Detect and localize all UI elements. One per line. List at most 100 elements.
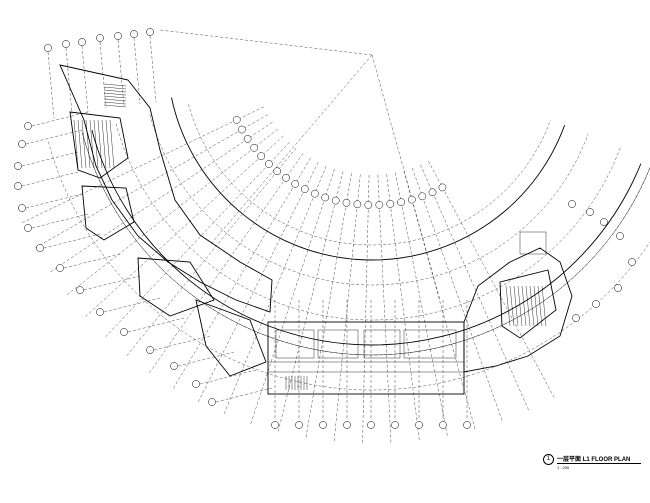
grid-bubble xyxy=(300,185,309,193)
reference-line xyxy=(371,54,441,301)
grid-line-arc xyxy=(188,104,551,246)
stair-tread xyxy=(103,95,127,99)
grid-bubble xyxy=(44,44,52,52)
grid-line-leader xyxy=(81,45,89,113)
grid-line-radial xyxy=(277,171,344,434)
stair-east xyxy=(519,231,547,255)
seating-line xyxy=(513,285,519,327)
grid-bubble xyxy=(386,200,395,208)
inner-facade-curve xyxy=(171,97,566,261)
grid-line-radial xyxy=(197,162,319,404)
grid-bubble xyxy=(428,188,437,197)
grid-line-radial xyxy=(386,174,420,443)
room-central-1 xyxy=(275,329,315,359)
grid-bubble xyxy=(375,200,384,209)
stair-tread xyxy=(103,92,127,96)
grid-bubble xyxy=(243,135,252,143)
grid-bubble xyxy=(146,346,154,354)
west-wing-outline xyxy=(59,64,273,313)
interior-details xyxy=(73,83,547,390)
grid-bubble xyxy=(96,308,104,316)
hall-southwest xyxy=(137,257,215,317)
hall-west xyxy=(81,185,135,241)
grid-bubble xyxy=(438,183,447,192)
grid-line-leader xyxy=(43,233,101,249)
grid-line-radial xyxy=(223,165,327,416)
stair-tread xyxy=(103,89,127,93)
grid-bubbles xyxy=(14,28,636,429)
grid-bubble xyxy=(364,201,373,209)
grid-line-leader xyxy=(31,111,89,127)
grid-line-radial xyxy=(403,170,476,432)
stair-tread xyxy=(103,101,127,105)
seating-line xyxy=(505,285,511,327)
grid-bubble xyxy=(271,421,279,429)
grid-line-radial xyxy=(48,121,273,274)
grid-bubble xyxy=(342,198,351,207)
stair-tread xyxy=(103,83,127,87)
grid-bubble xyxy=(463,421,471,429)
grid-line-radial xyxy=(250,168,335,426)
seating-line xyxy=(105,119,111,169)
grid-lines xyxy=(20,29,650,445)
grid-bubble xyxy=(78,38,86,46)
drawing-scale: 1 : 200 xyxy=(557,465,570,470)
stair-tread xyxy=(103,98,127,102)
grid-bubble xyxy=(321,193,329,202)
title-underline xyxy=(557,463,641,464)
grid-line-radial xyxy=(33,114,268,249)
grid-bubble xyxy=(170,362,178,370)
seating-line xyxy=(97,119,103,169)
grid-line-radial xyxy=(172,157,311,391)
seating-line xyxy=(517,285,523,327)
seating-line xyxy=(93,119,99,169)
grid-bubble xyxy=(282,174,290,182)
grid-bubble xyxy=(319,421,327,429)
grid-line-leader xyxy=(177,351,235,367)
grid-bubble xyxy=(367,421,375,429)
grid-bubble xyxy=(130,30,138,38)
grid-bubble xyxy=(14,162,22,170)
grid-bubble xyxy=(237,125,246,134)
grid-bubble xyxy=(291,179,300,188)
stair-tread xyxy=(103,86,127,90)
seating-line xyxy=(509,285,515,327)
grid-line-radial xyxy=(65,129,278,297)
grid-line-leader xyxy=(25,193,83,209)
stair-tread xyxy=(103,104,127,108)
grid-line-leader xyxy=(99,41,107,109)
grid-bubble xyxy=(407,195,416,204)
auditorium-west xyxy=(69,111,129,179)
grid-bubble xyxy=(250,143,258,152)
seating-line xyxy=(85,119,91,169)
grid-bubble xyxy=(232,115,241,124)
grid-line-leader xyxy=(65,47,73,115)
drawing-title-cn: 一层平面 xyxy=(557,457,582,463)
grid-line-radial xyxy=(428,160,556,400)
grid-bubble xyxy=(415,421,423,429)
seating-line xyxy=(73,119,79,169)
grid-line-leader xyxy=(149,35,157,103)
grid-bubble xyxy=(343,421,351,429)
grid-line-radial xyxy=(20,106,264,224)
grid-line-radial xyxy=(377,174,392,445)
grid-bubble xyxy=(273,167,282,176)
grid-line-arc xyxy=(48,141,650,391)
grid-line-arc xyxy=(115,123,622,321)
grid-line-radial xyxy=(305,173,352,440)
seating-line xyxy=(101,119,107,169)
grid-line-radial xyxy=(103,142,290,339)
grid-line-radial xyxy=(420,164,530,412)
grid-bubble xyxy=(572,314,580,322)
grid-line-leader xyxy=(117,39,125,107)
drawing-title-en: L1 FLOOR PLAN xyxy=(582,457,631,463)
grid-line-leader xyxy=(133,37,141,105)
grid-bubble xyxy=(295,421,303,429)
grid-bubble xyxy=(120,328,128,336)
grid-bubble xyxy=(14,182,22,190)
grid-bubble xyxy=(257,152,266,160)
grid-bubble xyxy=(208,398,216,406)
seating-line xyxy=(109,119,115,169)
grid-bubble xyxy=(96,34,104,42)
